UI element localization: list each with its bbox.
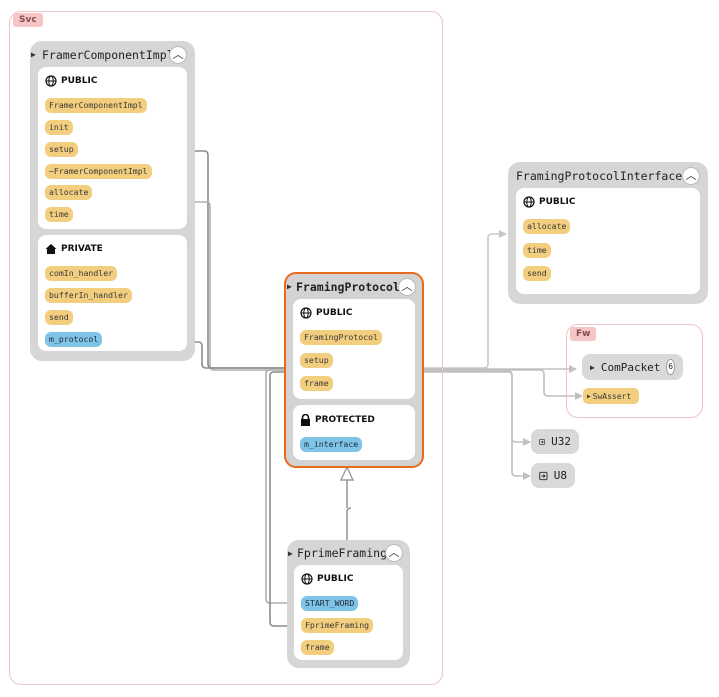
method-item[interactable]: time bbox=[45, 207, 73, 222]
arrowhead-u8 bbox=[523, 472, 531, 480]
card-framer-component-impl[interactable]: ▶ FramerComponentImpl ︿ PUBLIC FramerCom… bbox=[30, 41, 195, 361]
method-item[interactable]: frame bbox=[301, 640, 334, 655]
card-title[interactable]: FramerComponentImpl bbox=[42, 48, 174, 62]
method-item[interactable]: FramerComponentImpl bbox=[45, 98, 147, 113]
expand-triangle-icon[interactable]: ▶ bbox=[587, 392, 591, 400]
method-item[interactable]: allocate bbox=[45, 185, 93, 200]
method-item[interactable]: setup bbox=[300, 353, 333, 368]
edge-inheritance-fprimeframing bbox=[346, 480, 352, 540]
method-item[interactable]: ~FramerComponentImpl bbox=[45, 164, 152, 179]
node-title: U32 bbox=[551, 435, 571, 448]
arrowhead-u32 bbox=[523, 438, 531, 446]
namespace-fw bbox=[566, 324, 703, 418]
node-compacket[interactable]: ▶ ComPacket 6 bbox=[582, 354, 683, 380]
node-title: SwAssert bbox=[592, 391, 632, 401]
section-protected: PROTECTED m_interface bbox=[293, 405, 415, 460]
card-title[interactable]: FramingProtocolInterface bbox=[516, 169, 683, 183]
expand-triangle-icon[interactable]: ▶ bbox=[590, 362, 595, 372]
namespace-svc-tag[interactable]: Svc bbox=[13, 13, 43, 27]
card-framing-protocol-interface[interactable]: FramingProtocolInterface ︿ PUBLIC alloca… bbox=[508, 162, 708, 304]
globe-icon bbox=[523, 196, 535, 208]
section-header-protected: PROTECTED bbox=[300, 414, 375, 426]
method-item[interactable]: FprimeFraming bbox=[301, 618, 374, 633]
section-label: PROTECTED bbox=[315, 415, 375, 425]
edge-framingprotocol-to-u8 bbox=[422, 371, 530, 477]
arrowhead-interface bbox=[499, 230, 507, 238]
section-public: PUBLIC START_WORD FprimeFraming frame bbox=[294, 565, 403, 660]
lock-icon bbox=[301, 414, 310, 426]
section-label: PUBLIC bbox=[61, 76, 98, 86]
method-item[interactable]: setup bbox=[45, 142, 78, 157]
node-u8[interactable]: U8 bbox=[531, 463, 575, 488]
chevron-up-icon[interactable]: ︿ bbox=[169, 46, 187, 64]
section-private: PRIVATE comIn_handler bufferIn_handler s… bbox=[38, 235, 187, 351]
card-title[interactable]: FramingProtocol bbox=[296, 280, 400, 294]
section-header-public: PUBLIC bbox=[300, 307, 352, 319]
method-item[interactable]: comIn_handler bbox=[45, 266, 118, 281]
arrowhead-compacket bbox=[569, 365, 577, 373]
external-link-icon bbox=[539, 471, 548, 480]
section-header-private: PRIVATE bbox=[45, 243, 103, 255]
method-item[interactable]: send bbox=[45, 310, 73, 325]
edge-mprotocol-to-framingprotocol bbox=[102, 341, 284, 369]
card-framing-protocol[interactable]: ▶ FramingProtocol ︿ PUBLIC FramingProtoc… bbox=[284, 272, 424, 468]
section-label: PUBLIC bbox=[317, 574, 354, 584]
edge-framingprotocol-to-swassert bbox=[422, 369, 582, 397]
section-label: PUBLIC bbox=[539, 197, 576, 207]
node-swassert[interactable]: ▶ SwAssert bbox=[583, 388, 639, 404]
namespace-fw-tag[interactable]: Fw bbox=[570, 327, 597, 341]
edge-impl-to-framingprotocol bbox=[192, 201, 284, 371]
method-item[interactable]: frame bbox=[300, 376, 333, 391]
globe-icon bbox=[300, 307, 312, 319]
section-public: PUBLIC allocate time send bbox=[516, 188, 700, 294]
edge-fprimeframing-to-framingprotocol bbox=[269, 371, 300, 627]
variable-item[interactable]: m_protocol bbox=[45, 332, 103, 347]
section-public: PUBLIC FramingProtocol setup frame bbox=[293, 299, 415, 399]
method-item[interactable]: send bbox=[523, 266, 551, 281]
edge-startword-to-framingprotocol bbox=[265, 369, 300, 604]
variable-item[interactable]: START_WORD bbox=[301, 596, 359, 611]
method-item[interactable]: time bbox=[523, 243, 551, 258]
chevron-up-icon[interactable]: ︿ bbox=[682, 167, 700, 185]
method-item[interactable]: bufferIn_handler bbox=[45, 288, 132, 303]
card-title[interactable]: FprimeFraming bbox=[297, 546, 388, 560]
method-item[interactable]: allocate bbox=[523, 219, 571, 234]
inheritance-arrowhead bbox=[339, 465, 355, 481]
section-public: PUBLIC FramerComponentImpl init setup ~F… bbox=[38, 67, 187, 229]
chevron-up-icon[interactable]: ︿ bbox=[398, 278, 416, 296]
arrowhead-swassert bbox=[575, 392, 583, 400]
variable-item[interactable]: m_interface bbox=[300, 437, 363, 452]
section-header-public: PUBLIC bbox=[523, 196, 575, 208]
section-header-public: PUBLIC bbox=[301, 573, 353, 585]
edge-framingprotocol-to-interface bbox=[422, 233, 506, 369]
chevron-up-icon[interactable]: ︿ bbox=[385, 544, 403, 562]
node-u32[interactable]: U32 bbox=[531, 429, 579, 454]
node-title: U8 bbox=[553, 469, 567, 482]
globe-icon bbox=[301, 573, 313, 585]
external-link-icon bbox=[539, 438, 545, 445]
card-fprime-framing[interactable]: ▶ FprimeFraming ︿ PUBLIC START_WORD Fpri… bbox=[287, 540, 410, 668]
expand-triangle-icon[interactable]: ▶ bbox=[31, 50, 36, 59]
home-icon bbox=[45, 244, 57, 254]
member-count-badge[interactable]: 6 bbox=[666, 359, 675, 375]
method-item[interactable]: FramingProtocol bbox=[300, 330, 382, 345]
section-label: PRIVATE bbox=[61, 244, 103, 254]
expand-triangle-icon[interactable]: ▶ bbox=[288, 549, 293, 558]
section-label: PUBLIC bbox=[316, 308, 353, 318]
section-header-public: PUBLIC bbox=[45, 75, 97, 87]
node-title: ComPacket bbox=[600, 360, 661, 374]
globe-icon bbox=[45, 75, 57, 87]
namespace-svc bbox=[9, 11, 443, 685]
method-item[interactable]: init bbox=[45, 120, 73, 135]
expand-triangle-icon[interactable]: ▶ bbox=[287, 282, 292, 291]
